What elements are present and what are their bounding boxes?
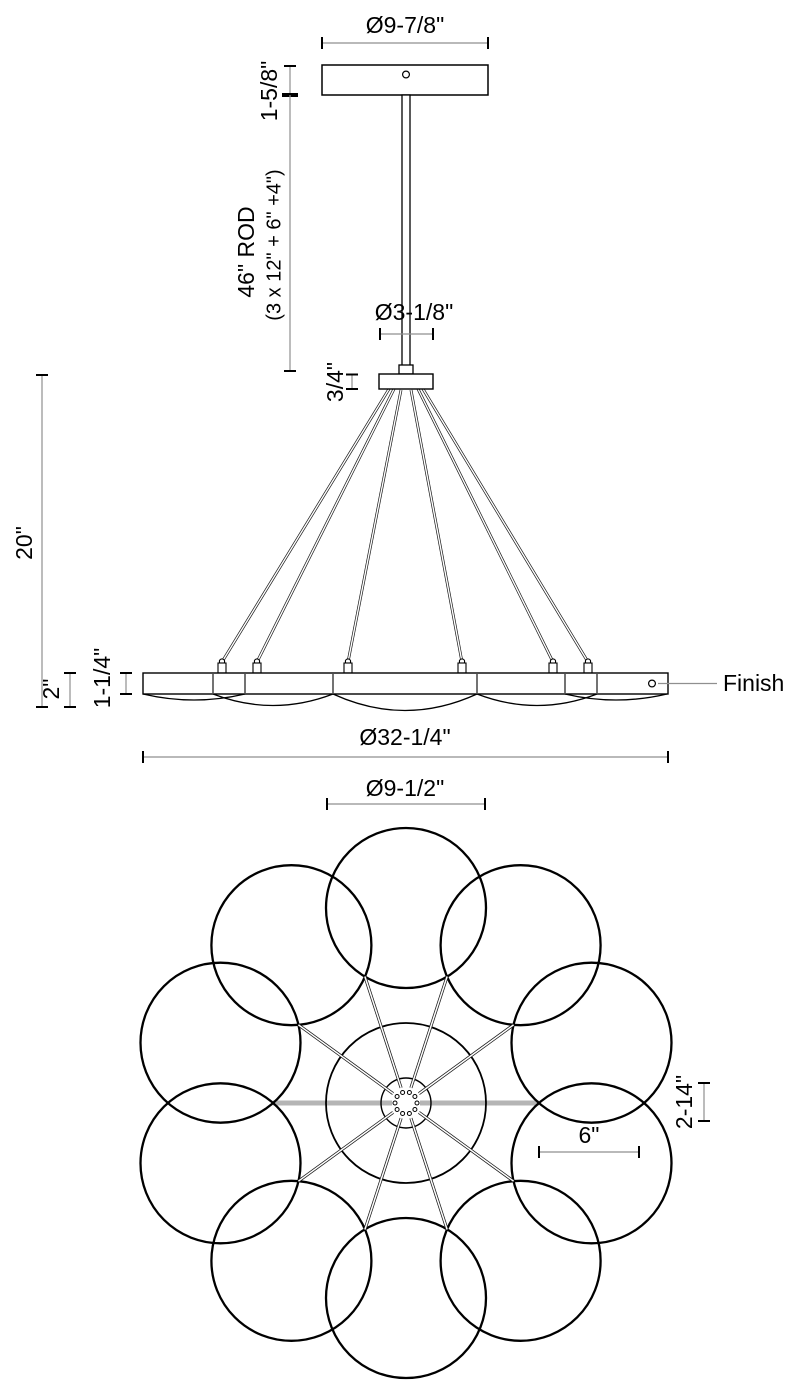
shade-ring-seams xyxy=(212,674,598,693)
finish-indicator-hole xyxy=(647,679,656,688)
center-hub-circle xyxy=(380,1077,432,1129)
hub-collar xyxy=(398,364,414,375)
shade-circle xyxy=(139,961,302,1124)
shade-bottom-arcs xyxy=(142,693,668,712)
shade-circle xyxy=(439,1179,602,1342)
hang-rod xyxy=(401,94,411,367)
shade-circle xyxy=(439,864,602,1027)
shade-circle xyxy=(210,864,373,1027)
dim-canopy-diameter-label: Ø9-7/8" xyxy=(366,12,444,38)
shade-circle xyxy=(324,826,488,990)
canopy-screw-hole xyxy=(402,70,411,79)
dim-overlap-label: 2-14" xyxy=(671,1075,697,1129)
hub-cable-anchors xyxy=(392,1090,420,1116)
shade-circle xyxy=(139,1082,302,1245)
dim-fixture-diameter-label: Ø32-1/4" xyxy=(359,724,450,750)
finish-label: Finish xyxy=(723,670,784,696)
dim-center-shade-diameter-label: Ø9-1/2" xyxy=(366,775,444,801)
dim-shade-label: 6" xyxy=(579,1122,600,1148)
suspension-cables xyxy=(220,388,590,663)
canopy-outline xyxy=(321,64,489,96)
shade-circle xyxy=(210,1179,373,1342)
dim-canopy-height-label: 1-5/8" xyxy=(256,61,282,122)
shade-circles xyxy=(139,826,673,1380)
bottom-plan-view: Ø9-1/2" xyxy=(139,775,710,1380)
dim-rod-breakdown-label: (3 x 12" + 6" +4") xyxy=(263,169,285,320)
shade-ring-band xyxy=(142,672,669,695)
shade-circle xyxy=(510,961,673,1124)
dim-rod-length-label: 46" ROD xyxy=(233,206,259,297)
dim-suspension-height-label: 20" xyxy=(11,526,37,560)
cable-posts xyxy=(217,658,593,674)
dim-hub-height-label: 3/4" xyxy=(322,362,348,402)
shade-circle xyxy=(324,1216,488,1380)
side-elevation-view: Ø9-7/8" 1-5/8" 46" ROD (3 x 12" + 6" +4"… xyxy=(11,12,784,763)
center-shade-circle xyxy=(325,1022,487,1184)
cable-spokes xyxy=(297,976,515,1230)
dim-hub-diameter-label: Ø3-1/8" xyxy=(375,299,453,325)
dim-ring-face-height-label: 1-1/4" xyxy=(89,648,115,709)
shade-circle xyxy=(510,1082,673,1245)
dim-ring-total-height-label: 2" xyxy=(38,679,64,700)
hub-disc xyxy=(378,373,434,390)
